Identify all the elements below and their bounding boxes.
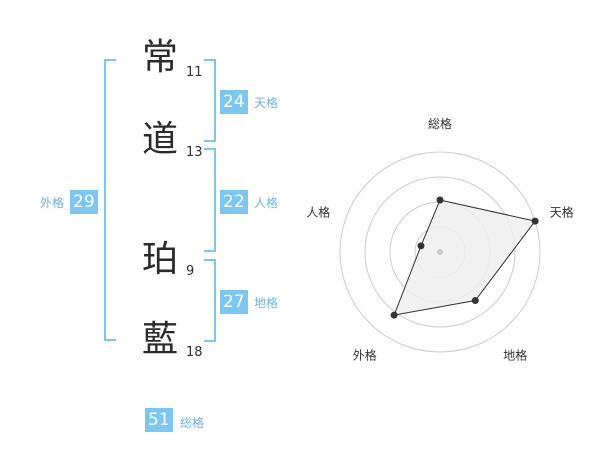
radar-point-1 [436, 196, 444, 204]
jinkaku-bracket [204, 148, 216, 252]
radar-axis-label-1: 総格 [428, 116, 452, 131]
gaikaku-label: 外格 [40, 196, 65, 210]
radar-ring [364, 176, 516, 328]
strokes-3: 9 [186, 264, 195, 279]
chikaku-value: 27 [220, 290, 248, 314]
jinkaku-value: 22 [220, 190, 248, 214]
radar-axis-label-5: 人格 [306, 204, 330, 219]
radar-point-4 [390, 311, 398, 319]
char-4: 藍 [141, 319, 178, 360]
tenkaku-value: 24 [220, 90, 248, 114]
radar-center-dot [437, 249, 443, 255]
gaikaku-value: 29 [70, 190, 98, 214]
char-3: 珀 [141, 239, 178, 280]
soukaku-value: 51 [145, 408, 173, 432]
radar-point-3 [471, 297, 479, 305]
radar-axis-label-2: 天格 [550, 204, 574, 219]
strokes-1: 11 [186, 65, 203, 80]
char-2: 道 [141, 119, 178, 160]
radar-point-5 [417, 242, 425, 250]
chikaku-label: 地格 [254, 296, 279, 310]
char-1: 常 [141, 37, 178, 78]
radar-data-polygon [393, 199, 536, 316]
radar-axis-label-3: 地格 [503, 348, 527, 363]
radar-point-2 [531, 217, 539, 225]
gaikaku-bracket [104, 59, 116, 341]
jinkaku-label: 人格 [254, 196, 279, 210]
strokes-4: 18 [186, 345, 203, 360]
chikaku-bracket [204, 259, 216, 342]
strokes-2: 13 [186, 145, 203, 160]
soukaku-label: 総格 [180, 416, 205, 430]
tenkaku-bracket [204, 59, 216, 142]
radar-ring [339, 151, 541, 353]
tenkaku-label: 天格 [254, 96, 279, 110]
radar-axis-label-4: 外格 [353, 348, 377, 363]
radar-data-points [390, 196, 539, 319]
